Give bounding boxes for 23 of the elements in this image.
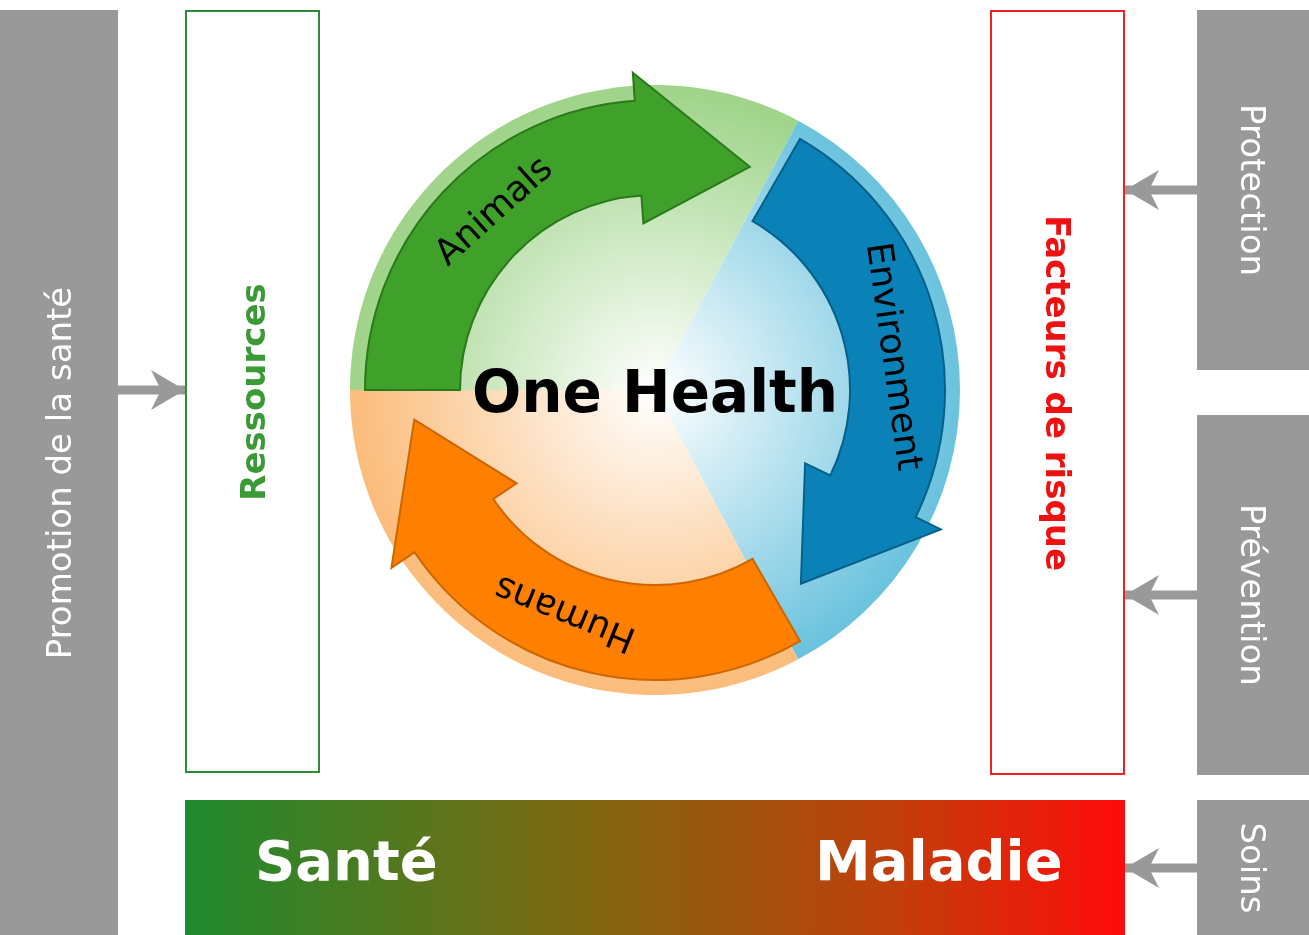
band-label: Prévention: [1233, 504, 1273, 686]
side-band: [1197, 415, 1309, 775]
center-label: One Health: [472, 358, 838, 426]
band-label: Facteurs de risque: [1037, 214, 1078, 571]
side-band: [1197, 10, 1309, 370]
circle-diagram: [350, 71, 960, 695]
band-label: Promotion de la santé: [39, 286, 79, 659]
arrow: [118, 370, 185, 410]
bar-label: Maladie: [815, 828, 1063, 893]
side-band: [0, 10, 118, 935]
gradient-bar: [185, 800, 1125, 935]
arrow: [1125, 170, 1197, 210]
band-label: Soins: [1233, 821, 1273, 914]
outlined-box: [185, 10, 320, 773]
arrow-label: Environment: [858, 239, 932, 473]
arrow: [1125, 848, 1197, 888]
band-label: Protection: [1233, 104, 1273, 276]
arrow-shaped-band: [390, 418, 801, 681]
bar-label: Santé: [255, 828, 438, 893]
side-band: [1197, 800, 1309, 935]
outlined-box: [990, 10, 1125, 775]
band-label: Ressources: [232, 282, 273, 501]
arrow: [1125, 575, 1197, 615]
